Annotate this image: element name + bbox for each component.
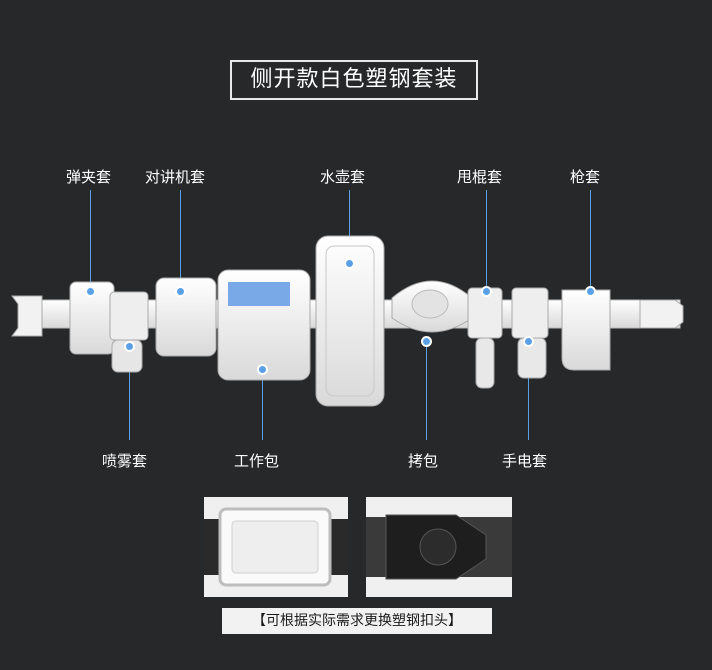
label-radio-pouch: 对讲机套 [145, 168, 206, 186]
anchor-dot [421, 336, 432, 347]
right-buckle [639, 299, 684, 329]
leader-line [590, 190, 591, 290]
label-gun-holster: 枪套 [570, 168, 601, 186]
buckle-photo-left [204, 497, 348, 597]
baton-holder [475, 337, 495, 389]
left-buckle [11, 295, 43, 337]
label-work-bag: 工作包 [234, 452, 280, 470]
gun-holster [561, 289, 611, 371]
work-bag-window [228, 282, 290, 306]
label-flashlight-holder: 手电套 [502, 452, 548, 470]
anchor-dot [481, 286, 492, 297]
label-spray-holder: 喷雾套 [102, 452, 148, 470]
anchor-dot [175, 286, 186, 297]
leader-line [180, 190, 181, 290]
leader-line [129, 345, 130, 440]
anchor-dot [85, 286, 96, 297]
label-magazine-pouch: 弹夹套 [66, 168, 112, 186]
leader-line [90, 190, 91, 290]
anchor-dot [124, 341, 135, 352]
label-baton-holder: 甩棍套 [457, 168, 503, 186]
label-bottle-pouch: 水壶套 [320, 168, 366, 186]
anchor-dot [585, 286, 596, 297]
caption: 【可根据实际需求更换塑钢扣头】 [222, 608, 492, 634]
leader-line [486, 190, 487, 290]
leader-line [426, 340, 427, 440]
anchor-dot [523, 336, 534, 347]
page-title: 侧开款白色塑钢套装 [230, 60, 478, 100]
leader-line [349, 190, 350, 262]
leader-line [262, 368, 263, 440]
leader-line [528, 340, 529, 440]
anchor-dot [257, 364, 268, 375]
anchor-dot [344, 258, 355, 269]
buckle-photo-right [366, 497, 512, 597]
label-cuff-case: 拷包 [408, 452, 439, 470]
belt-illustration [11, 235, 684, 407]
bottle-pouch [315, 235, 385, 407]
radio-pouch [155, 277, 217, 357]
